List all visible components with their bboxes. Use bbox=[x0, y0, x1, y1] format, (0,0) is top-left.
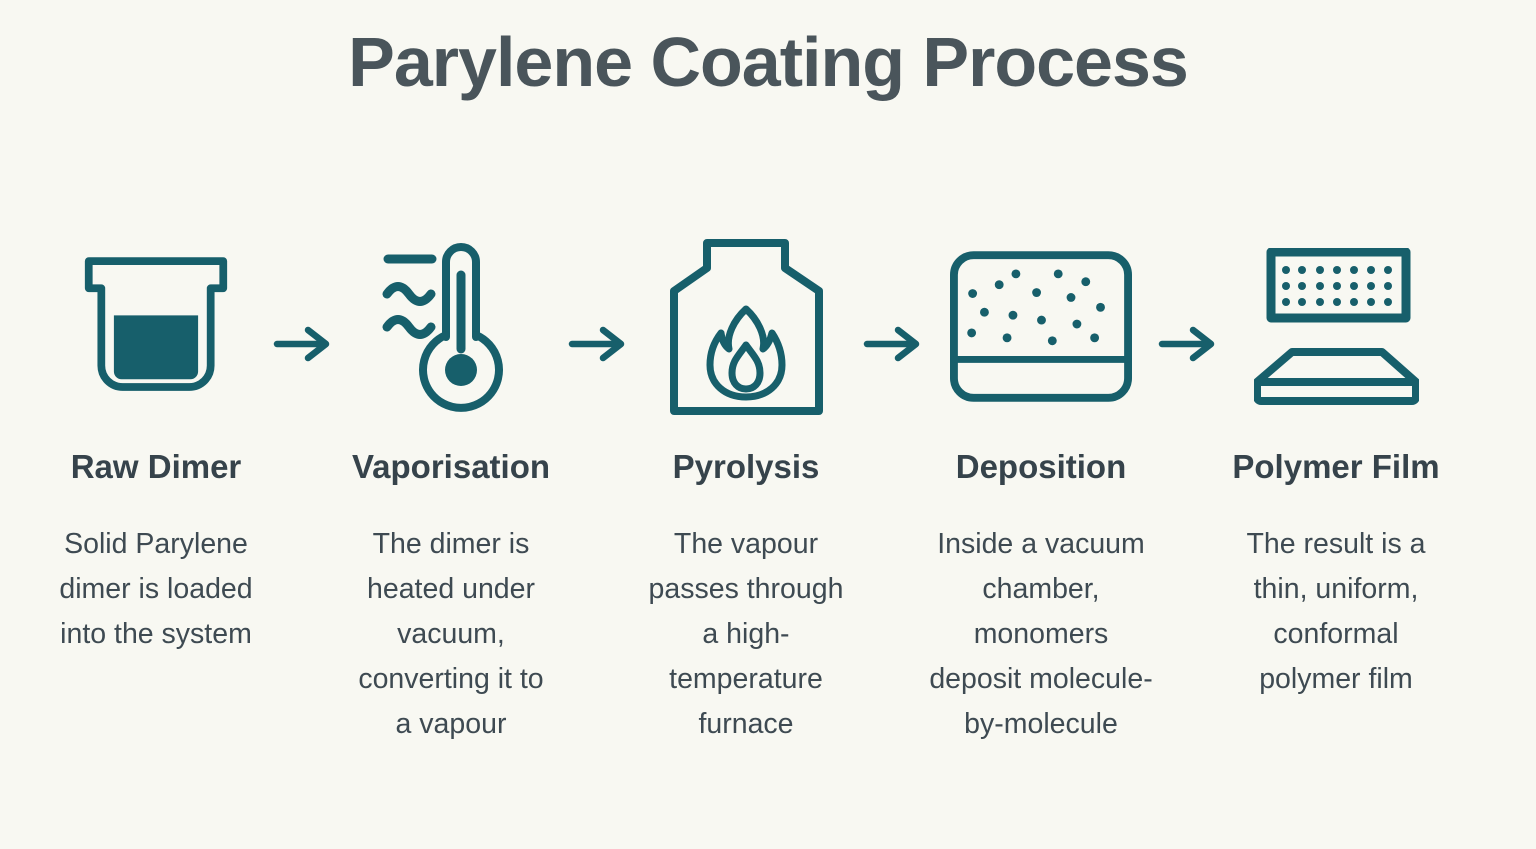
beaker-icon bbox=[84, 257, 228, 391]
step-raw-dimer: Raw Dimer Solid Parylene dimer is loaded… bbox=[16, 220, 296, 747]
flow-arrow-3 bbox=[863, 220, 919, 432]
process-flow: Raw Dimer Solid Parylene dimer is loaded… bbox=[0, 220, 1536, 747]
right-arrow-icon bbox=[273, 326, 329, 362]
step-description: Inside a vacuum chamber, monomers deposi… bbox=[929, 528, 1153, 741]
flow-arrow-1 bbox=[273, 220, 329, 432]
step-title: Pyrolysis bbox=[672, 448, 820, 485]
step-polymer-film: Polymer Film The result is a thin, unifo… bbox=[1196, 220, 1476, 747]
step-vaporisation: Vaporisation The dimer is heated under v… bbox=[311, 220, 591, 747]
page-title: Parylene Coating Process bbox=[348, 23, 1189, 101]
step-title: Raw Dimer bbox=[70, 448, 242, 485]
step-description: The dimer is heated under vacuum, conver… bbox=[358, 528, 544, 741]
step-title: Polymer Film bbox=[1232, 448, 1440, 485]
flow-arrow-2 bbox=[568, 220, 624, 432]
step-title: Vaporisation bbox=[351, 448, 551, 485]
right-arrow-icon bbox=[863, 326, 919, 362]
furnace-flame-icon bbox=[669, 239, 823, 415]
right-arrow-icon bbox=[1158, 326, 1214, 362]
thermometer-heat-icon bbox=[382, 243, 503, 412]
right-arrow-icon bbox=[568, 326, 624, 362]
step-pyrolysis: Pyrolysis The vapour passes through a hi… bbox=[606, 220, 886, 747]
step-description: The vapour passes through a high- temper… bbox=[648, 528, 844, 741]
step-description: The result is a thin, uniform, conformal… bbox=[1246, 528, 1426, 696]
flow-arrow-4 bbox=[1158, 220, 1214, 432]
vacuum-chamber-icon bbox=[950, 250, 1132, 402]
step-title: Deposition bbox=[955, 448, 1127, 485]
step-deposition: Deposition Inside a vacuum chamber, mono… bbox=[901, 220, 1181, 747]
polymer-film-icon bbox=[1253, 247, 1419, 405]
step-description: Solid Parylene dimer is loaded into the … bbox=[59, 528, 253, 651]
